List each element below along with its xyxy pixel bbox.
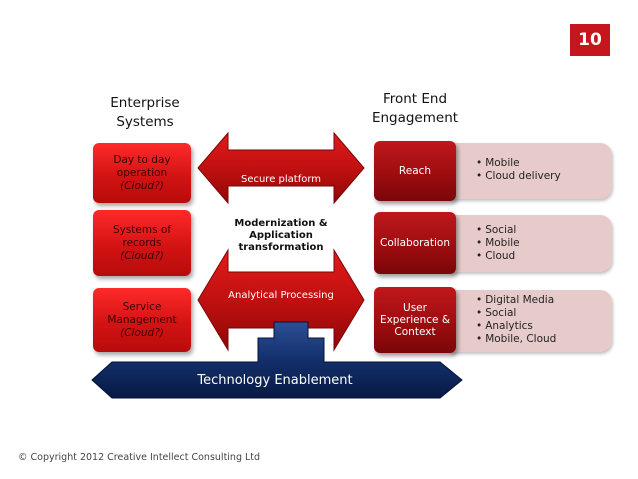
box-line: operation — [116, 166, 168, 179]
bullet-item: Mobile, Cloud — [476, 333, 612, 346]
label-line: transformation — [238, 242, 324, 253]
box-line: Service — [122, 300, 162, 313]
analytical-processing-label: Analytical Processing — [228, 290, 334, 301]
bullet-item: Social — [476, 307, 612, 320]
box-line: Experience & — [379, 314, 451, 326]
analytical-processing-arrow — [197, 248, 365, 352]
box-line: Day to day — [113, 153, 171, 166]
user-experience-bullets: Digital Media Social Analytics Mobile, C… — [476, 294, 612, 346]
box-line: records — [122, 236, 162, 249]
box-line: Management — [107, 313, 177, 326]
box-line: Reach — [398, 165, 432, 177]
modernization-label: Modernization & Application transformati… — [228, 218, 334, 254]
collaboration-panel: Social Mobile Cloud — [450, 215, 612, 272]
box-line: Systems of — [112, 223, 172, 236]
heading-line: Systems — [116, 114, 174, 130]
bullet-item: Mobile — [476, 157, 612, 170]
label-line: Modernization & — [234, 218, 328, 229]
collaboration-box: Collaboration — [374, 212, 456, 274]
front-end-engagement-heading: Front End Engagement — [366, 90, 464, 128]
bullet-item: Digital Media — [476, 294, 612, 307]
reach-panel: Mobile Cloud delivery — [450, 143, 612, 199]
service-management-box: Service Management (Cloud?) — [93, 288, 191, 352]
page-number-badge: 10 — [570, 24, 610, 56]
user-experience-box: User Experience & Context — [374, 287, 456, 353]
heading-line: Front End — [382, 91, 448, 107]
label-line: Application — [249, 230, 313, 241]
box-line: Collaboration — [380, 237, 450, 249]
enterprise-systems-heading: Enterprise Systems — [96, 94, 194, 132]
copyright-text: © Copyright 2012 Creative Intellect Cons… — [18, 452, 261, 463]
technology-enablement-label: Technology Enablement — [197, 373, 353, 388]
box-line: User — [403, 302, 427, 314]
secure-platform-label: Secure platform — [240, 174, 322, 185]
reach-bullets: Mobile Cloud delivery — [476, 157, 612, 183]
cloud-note: (Cloud?) — [120, 179, 164, 192]
cloud-note: (Cloud?) — [120, 326, 164, 339]
collaboration-bullets: Social Mobile Cloud — [476, 224, 612, 263]
reach-box: Reach — [374, 141, 456, 201]
heading-line: Enterprise — [110, 95, 180, 111]
bullet-item: Social — [476, 224, 612, 237]
cloud-note: (Cloud?) — [120, 249, 164, 262]
secure-platform-arrow — [197, 131, 365, 205]
day-to-day-operation-box: Day to day operation (Cloud?) — [93, 143, 191, 203]
bullet-item: Analytics — [476, 320, 612, 333]
bullet-item: Cloud delivery — [476, 170, 612, 183]
bullet-item: Cloud — [476, 250, 612, 263]
systems-of-records-box: Systems of records (Cloud?) — [93, 210, 191, 276]
box-line: Context — [394, 326, 436, 338]
bullet-item: Mobile — [476, 237, 612, 250]
technology-enablement-arrow — [91, 321, 463, 399]
heading-line: Engagement — [371, 110, 459, 126]
user-experience-panel: Digital Media Social Analytics Mobile, C… — [450, 290, 612, 352]
